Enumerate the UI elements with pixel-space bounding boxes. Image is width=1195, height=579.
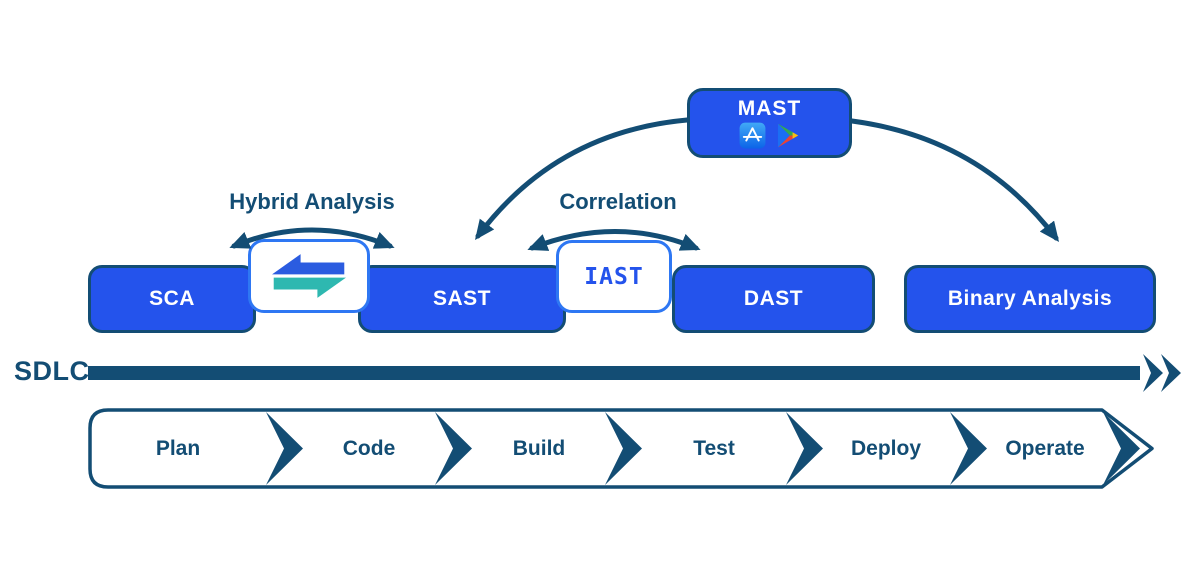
- sdlc-timeline-chevron-icon: [1161, 354, 1181, 392]
- google-play-icon: [777, 123, 798, 147]
- sdlc-timeline-bar: [88, 366, 1140, 380]
- pipeline-chevron-icon: [266, 412, 303, 485]
- iast-label: IAST: [584, 263, 644, 290]
- step-test: Test: [693, 437, 735, 460]
- pipeline-chevron-icon: [605, 412, 642, 485]
- hybrid-analysis-label: Hybrid Analysis: [229, 189, 395, 214]
- sca-label: SCA: [149, 287, 195, 310]
- pipeline-chevron-icon: [1103, 412, 1140, 485]
- mast-to-binary-arrow: [849, 118, 1060, 242]
- sca-box: SCA: [88, 265, 256, 333]
- mast-to-sast-arrow: [474, 117, 690, 240]
- dast-label: DAST: [743, 287, 804, 310]
- pipeline-chevron-icon: [786, 412, 823, 485]
- sast-label: SAST: [432, 287, 491, 310]
- pipeline-chevron-icon: [950, 412, 987, 485]
- mast-box: MAST: [687, 88, 852, 158]
- step-deploy: Deploy: [850, 437, 922, 460]
- dast-box: DAST: [672, 265, 875, 333]
- correlation-label: Correlation: [559, 189, 677, 214]
- sdlc-timeline-chevron-icon: [1143, 354, 1163, 392]
- mast-icon-row: [739, 122, 801, 149]
- step-operate: Operate: [1005, 437, 1085, 460]
- pipeline-container: [88, 408, 1154, 489]
- hybrid-swap-box: [248, 239, 370, 313]
- iast-box: IAST: [556, 240, 672, 313]
- mast-label: MAST: [737, 96, 802, 120]
- sast-box: SAST: [358, 265, 566, 333]
- step-code: Code: [342, 437, 396, 460]
- sdlc-label: SDLC: [14, 356, 90, 386]
- swap-arrows-icon: [272, 254, 346, 298]
- binary-analysis-box: Binary Analysis: [904, 265, 1156, 333]
- step-build: Build: [512, 437, 566, 460]
- step-plan: Plan: [155, 437, 201, 460]
- binary-analysis-label: Binary Analysis: [947, 287, 1113, 310]
- app-store-icon: [739, 122, 765, 148]
- pipeline-chevron-icon: [435, 412, 472, 485]
